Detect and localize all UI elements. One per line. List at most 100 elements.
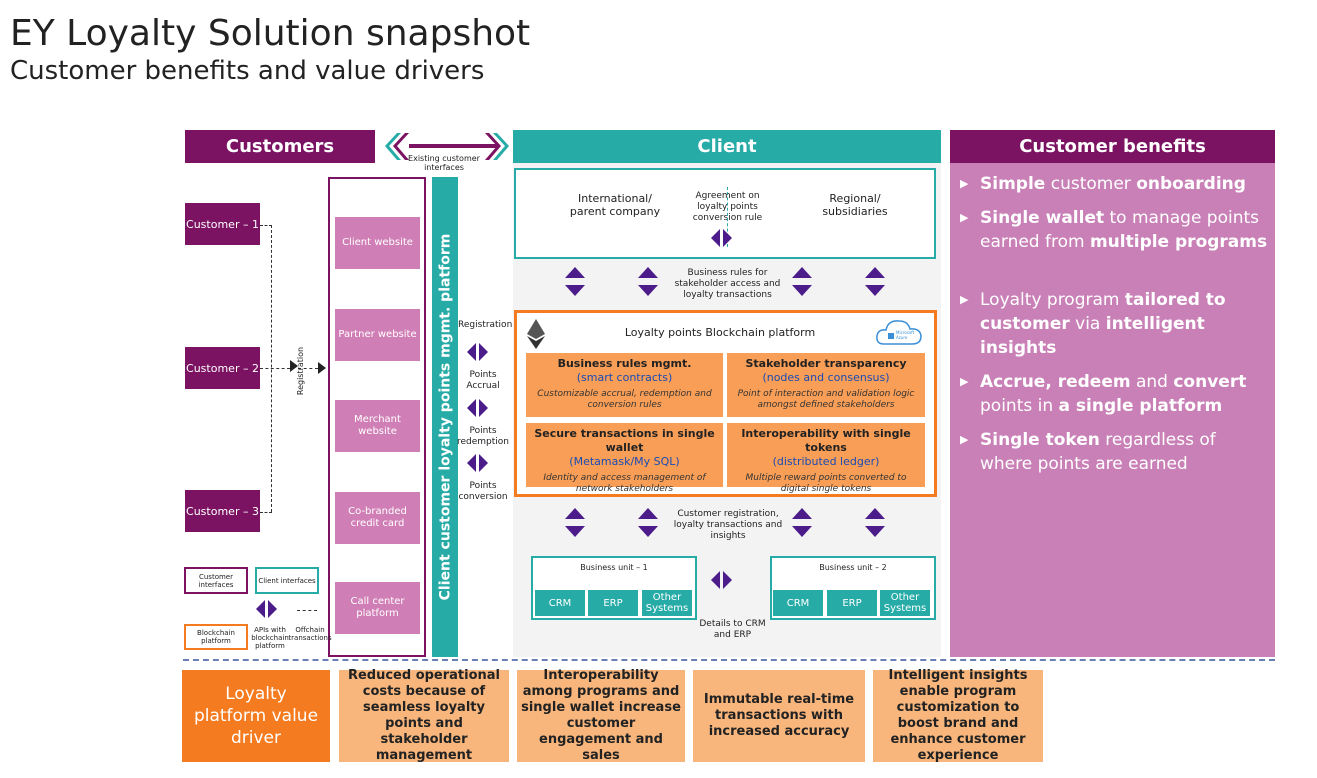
bu2-crm: CRM: [773, 590, 823, 616]
connector-arrow-2: [318, 362, 326, 374]
business-rules-label: Business rules for stakeholder access an…: [674, 267, 781, 300]
benefit-3-segment-1: Loyalty program: [980, 290, 1125, 310]
benefit-4-text: Accrue, redeem and convert points in a s…: [980, 372, 1246, 416]
benefit-1-text: Simple customer onboarding: [980, 174, 1246, 194]
benefits-header: Customer benefits: [950, 130, 1275, 163]
connector-c3: [260, 512, 272, 513]
existing-interfaces-connector: [385, 133, 509, 160]
blockchain-title: Loyalty points Blockchain platform: [624, 326, 816, 339]
benefit-4-segment-3: convert: [1173, 372, 1247, 392]
feature-3-title: Secure transactions in single wallet: [534, 427, 715, 454]
connector-arrow-1: [290, 360, 298, 372]
feature-2-desc: Point of interaction and validation logi…: [737, 389, 915, 410]
benefit-2-segment-1: Single wallet: [980, 208, 1105, 228]
details-label: Details to CRM and ERP: [699, 619, 766, 640]
connector-c2: [260, 368, 290, 369]
registration-vertical-label: Registration: [295, 346, 305, 396]
feature-2-title: Stakeholder transparency: [745, 357, 907, 370]
bu2-other-systems: Other Systems: [880, 590, 930, 616]
benefit-2-segment-2: to manage points earned from: [980, 208, 1260, 252]
bullet-icon: ▶: [960, 293, 969, 306]
feature-1-title: Business rules mgmt.: [557, 357, 692, 370]
feature-secure-transactions: Secure transactions in single wallet (Me…: [526, 423, 723, 494]
bu1-erp: ERP: [588, 590, 638, 616]
benefits-panel: [950, 163, 1275, 657]
benefit-1: ▶ Simple customer onboarding: [960, 172, 1270, 196]
svg-text:Azure: Azure: [896, 335, 908, 340]
bu1-other-systems: Other Systems: [642, 590, 692, 616]
platform-bar: [432, 177, 458, 657]
legend-client-interfaces: Client interfaces: [255, 567, 319, 594]
svg-text:Microsoft: Microsoft: [896, 330, 915, 335]
benefit-2-segment-3: multiple programs: [1089, 232, 1268, 252]
legend-offchain: Offchain transactions: [288, 626, 332, 642]
bu1-crm: CRM: [535, 590, 585, 616]
azure-cloud-icon: Microsoft Azure: [876, 320, 922, 345]
international-parent-company: International/ parent company: [569, 192, 661, 218]
business-unit-1-name: Business unit – 1: [580, 562, 648, 572]
value-driver-2: Interoperability among programs and sing…: [517, 668, 685, 763]
regional-subsidiaries: Regional/ subsidiaries: [822, 192, 888, 218]
api-conversion-label: Points conversion: [458, 481, 508, 502]
call-center-platform: Call center platform: [335, 582, 420, 634]
benefit-4-segment-4: points in: [980, 396, 1059, 416]
benefit-3-text: Loyalty program tailored to customer via…: [980, 290, 1226, 358]
benefit-4-segment-1: Accrue, redeem: [980, 372, 1131, 392]
legend-customer-interfaces: Customer interfaces: [184, 567, 248, 594]
client-website: Client website: [335, 217, 420, 269]
api-redemption-label: Points redemption: [456, 426, 509, 447]
benefit-3: ▶ Loyalty program tailored to customer vi…: [960, 288, 1270, 360]
benefit-3-segment-3: via: [1069, 314, 1106, 334]
existing-interfaces-label: Existing customer interfaces: [408, 154, 480, 172]
bu2-erp: ERP: [827, 590, 877, 616]
feature-stakeholder-transparency: Stakeholder transparency (nodes and cons…: [727, 353, 925, 417]
bullet-icon: ▶: [960, 211, 969, 224]
feature-4-sub: (distributed ledger): [772, 455, 880, 468]
benefit-4-segment-2: and: [1130, 372, 1174, 392]
value-driver-1: Reduced operational costs because of sea…: [339, 668, 509, 763]
value-driver-label: Loyalty platform value driver: [182, 670, 330, 762]
benefit-5-segment-2: regardless of where points are earned: [980, 430, 1216, 474]
benefit-1-segment-1: Simple: [980, 174, 1046, 194]
feature-4-desc: Multiple reward points converted to digi…: [745, 473, 907, 494]
api-accrual-label: Points Accrual: [466, 370, 500, 391]
legend-apis: APIs with blockchain platform: [251, 626, 289, 650]
feature-4-title: Interoperability with single tokens: [741, 427, 911, 454]
feature-2-sub: (nodes and consensus): [762, 371, 890, 384]
customer-2-box: Customer – 2: [185, 347, 260, 389]
benefit-3-segment-2: tailored to customer: [980, 290, 1226, 334]
benefit-5-text: Single token regardless of where points …: [980, 430, 1216, 474]
connector-c1: [260, 225, 272, 226]
customer-3-box: Customer – 3: [185, 490, 260, 532]
platform-bar-label: Client customer loyalty points mgmt. pla…: [437, 233, 454, 601]
legend-offchain-line: [297, 610, 317, 611]
ethereum-icon: [527, 319, 545, 349]
benefit-5: ▶Single token regardless of where points…: [960, 428, 1270, 476]
connector-c2b: [298, 368, 318, 369]
benefit-3-segment-4: intelligent insights: [980, 314, 1205, 358]
feature-business-rules: Business rules mgmt. (smart contracts) C…: [526, 353, 723, 417]
customer-1-box: Customer – 1: [185, 203, 260, 245]
benefit-4-segment-5: a single platform: [1058, 396, 1223, 416]
page-title: EY Loyalty Solution snapshot: [10, 13, 531, 54]
value-driver-3: Immutable real-time transactions with in…: [693, 670, 865, 762]
partner-website: Partner website: [335, 309, 420, 361]
benefit-5-segment-1: Single token: [980, 430, 1100, 450]
benefit-1-segment-3: onboarding: [1136, 174, 1246, 194]
feature-1-sub: (smart contracts): [576, 371, 673, 384]
bullet-icon: ▶: [960, 177, 969, 190]
customer-interfaces-column: [328, 177, 426, 657]
co-branded-credit-card: Co-branded credit card: [335, 492, 420, 544]
api-registration-label: Registration: [458, 320, 513, 330]
benefit-1-segment-2: customer: [1045, 174, 1137, 194]
client-header: Client: [513, 130, 941, 163]
feature-1-desc: Customizable accrual, redemption and con…: [537, 389, 712, 410]
customers-header: Customers: [185, 130, 375, 163]
benefit-2-text: Single wallet to manage points earned fr…: [980, 208, 1267, 252]
feature-interoperability: Interoperability with single tokens (dis…: [727, 423, 925, 494]
benefit-2: ▶ Single wallet to manage points earned f…: [960, 206, 1270, 254]
benefit-4: ▶ Accrue, redeem and convert points in a …: [960, 370, 1270, 418]
value-divider: [183, 659, 1275, 661]
registration-insights-label: Customer registration, loyalty transacti…: [673, 508, 783, 541]
bullet-icon: ▶: [960, 375, 969, 388]
